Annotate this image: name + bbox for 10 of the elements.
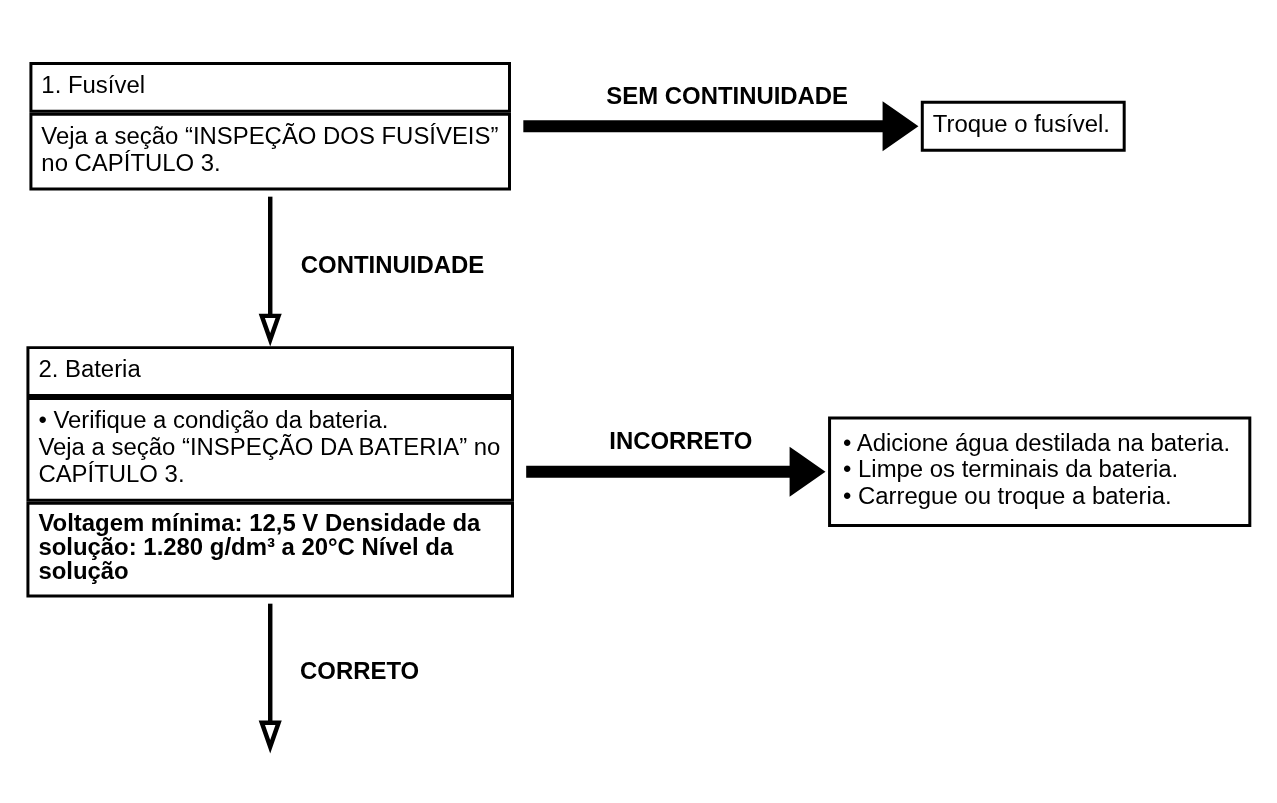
- edge-label: CORRETO: [300, 656, 420, 684]
- edge-label: SEM CONTINUIDADE: [606, 81, 849, 109]
- edge-label: CONTINUIDADE: [300, 250, 485, 278]
- arrow: [258, 603, 282, 754]
- node-box: Troque o fusível.: [920, 100, 1126, 152]
- arrow: [258, 196, 282, 347]
- arrow: [523, 100, 919, 151]
- arrow: [526, 446, 826, 497]
- node-box: • Adicione água destilada na bateria. • Limpe os terminais da bateria. • Carregue ou troque a bateria.: [828, 415, 1252, 527]
- edge-label: INCORRETO: [609, 426, 753, 454]
